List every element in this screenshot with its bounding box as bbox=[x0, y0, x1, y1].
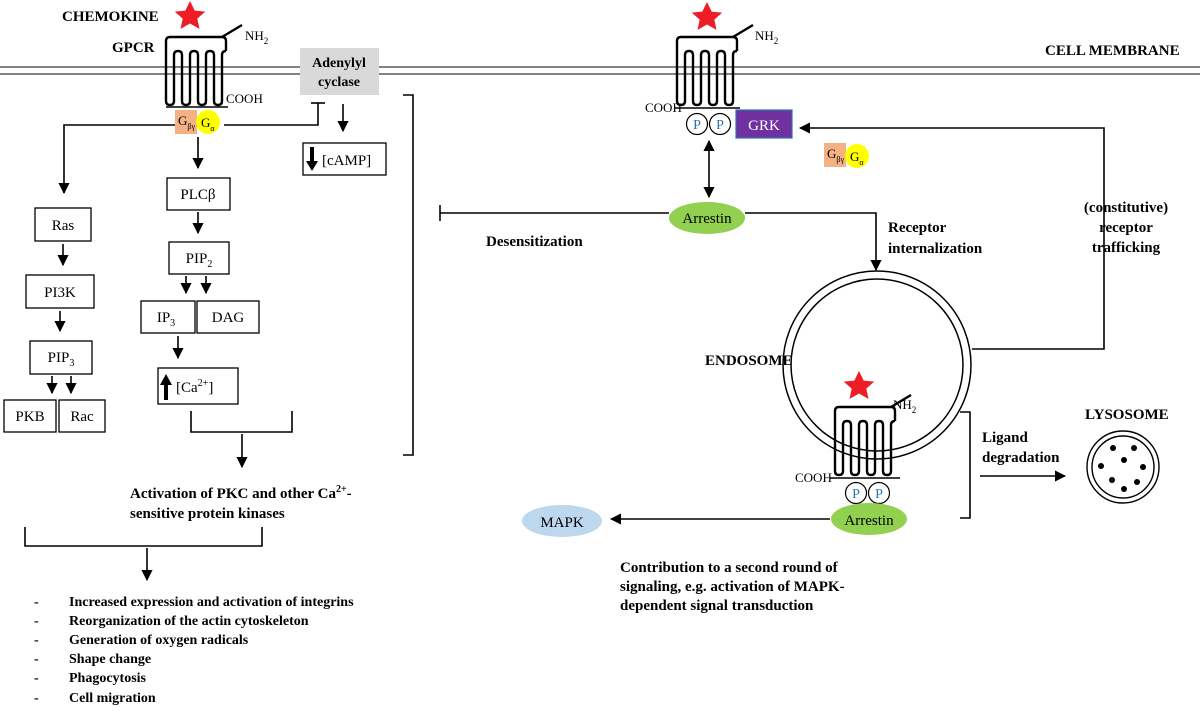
rac-label: Rac bbox=[70, 409, 94, 425]
pip2-label: PIP2 bbox=[186, 251, 213, 270]
outcomes-list: - Increased expression and activation of… bbox=[34, 595, 354, 706]
g-beta-gamma-left bbox=[175, 110, 197, 134]
chemokine-star-icon bbox=[174, 1, 206, 29]
svg-text:-: - bbox=[34, 633, 39, 648]
adenylyl-label-2: cyclase bbox=[318, 75, 360, 90]
adenylyl-label-1: Adenylyl bbox=[312, 56, 366, 71]
svg-text:Gβγ: Gβγ bbox=[178, 113, 195, 131]
g-alpha-right bbox=[845, 144, 869, 168]
outcome-item: Phagocytosis bbox=[69, 671, 147, 686]
plcb-label: PLCβ bbox=[180, 187, 215, 203]
lysosome bbox=[1086, 430, 1160, 504]
svg-text:-: - bbox=[34, 652, 39, 667]
down-arrow-icon bbox=[306, 147, 318, 171]
pip2-box bbox=[168, 241, 230, 275]
ras-label: Ras bbox=[52, 218, 75, 234]
outcome-item: Generation of oxygen radicals bbox=[69, 633, 249, 648]
svg-text:P: P bbox=[716, 118, 724, 133]
outcome-item: Reorganization of the actin cytoskeleton bbox=[69, 614, 309, 629]
nh2-label: NH2 bbox=[245, 28, 268, 46]
desensitization-label: Desensitization bbox=[486, 234, 583, 250]
chemokine-label: CHEMOKINE bbox=[62, 9, 159, 25]
cooh-label: COOH bbox=[645, 100, 682, 115]
ligand-label-1: Ligand bbox=[982, 430, 1029, 446]
ca-label: [Ca2+] bbox=[176, 378, 213, 396]
svg-text:-: - bbox=[34, 614, 39, 629]
camp-box bbox=[302, 142, 387, 176]
ras-box bbox=[34, 207, 92, 242]
ca-box bbox=[157, 367, 239, 405]
second-round-label-2: signaling, e.g. activation of MAPK- bbox=[620, 579, 845, 595]
svg-text:NH2: NH2 bbox=[755, 28, 778, 46]
svg-text:P: P bbox=[875, 487, 883, 502]
ligand-label-2: degradation bbox=[982, 450, 1060, 466]
chemokine-star-icon bbox=[843, 371, 875, 399]
rac-box bbox=[58, 399, 106, 433]
phosphate-icon bbox=[685, 112, 709, 136]
cooh-label: COOH bbox=[795, 470, 832, 485]
lysosome-label: LYSOSOME bbox=[1085, 407, 1169, 423]
endosome-label: ENDOSOME bbox=[705, 353, 793, 369]
dag-box bbox=[196, 300, 260, 334]
grk-label: GRK bbox=[748, 118, 780, 134]
arrestin bbox=[669, 202, 745, 234]
svg-text:NH2: NH2 bbox=[893, 397, 916, 415]
mapk-label: MAPK bbox=[540, 515, 584, 531]
second-round-label-3: dependent signal transduction bbox=[620, 598, 814, 614]
trafficking-label-3: trafficking bbox=[1092, 240, 1161, 256]
cell-membrane bbox=[0, 66, 1200, 75]
outcome-item: Increased expression and activation of i… bbox=[69, 595, 354, 610]
phosphate-icon bbox=[867, 481, 891, 505]
svg-text:Gα: Gα bbox=[850, 149, 864, 167]
chemokine-star-icon bbox=[691, 2, 723, 30]
outcome-item: Cell migration bbox=[69, 691, 156, 706]
svg-text:P: P bbox=[693, 118, 701, 133]
camp-label: [cAMP] bbox=[322, 153, 371, 169]
svg-text:P: P bbox=[852, 487, 860, 502]
second-round-label-1: Contribution to a second round of bbox=[620, 560, 839, 576]
mapk bbox=[522, 505, 602, 537]
pkc-label-1: Activation of PKC and other Ca2+- bbox=[130, 484, 352, 502]
trafficking-label-2: receptor bbox=[1099, 220, 1153, 236]
gpcr-label: GPCR bbox=[112, 40, 155, 56]
g-alpha-left bbox=[196, 110, 220, 134]
cooh-label: COOH bbox=[226, 91, 263, 106]
pkc-label-2: sensitive protein kinases bbox=[130, 506, 285, 522]
svg-text:Gα: Gα bbox=[201, 115, 215, 133]
arrestin-label: Arrestin bbox=[844, 513, 894, 529]
adenylyl-cyclase-box bbox=[300, 48, 379, 95]
ip3-box bbox=[140, 300, 196, 334]
internalization-label-2: internalization bbox=[888, 241, 983, 257]
pi3k-box bbox=[25, 274, 95, 309]
pip3-box bbox=[29, 340, 93, 375]
phosphate-icon bbox=[708, 112, 732, 136]
arrestin-label: Arrestin bbox=[682, 211, 732, 227]
grk-box bbox=[735, 109, 793, 139]
svg-text:-: - bbox=[34, 671, 39, 686]
pi3k-label: PI3K bbox=[44, 285, 76, 301]
endosome bbox=[782, 270, 972, 460]
plcb-box bbox=[166, 177, 231, 211]
up-arrow-icon bbox=[160, 374, 172, 400]
pkb-label: PKB bbox=[15, 409, 44, 425]
svg-text:Gβγ: Gβγ bbox=[827, 146, 844, 164]
ip3-label: IP3 bbox=[157, 310, 175, 329]
gpcr-receptor-desensitized bbox=[675, 23, 755, 107]
pkb-box bbox=[3, 399, 57, 433]
arrestin-internalized bbox=[831, 503, 907, 535]
svg-text:-: - bbox=[34, 691, 39, 706]
dag-label: DAG bbox=[212, 310, 245, 326]
svg-text:-: - bbox=[34, 595, 39, 610]
pip3-label: PIP3 bbox=[48, 350, 75, 369]
phosphate-icon bbox=[844, 481, 868, 505]
g-beta-gamma-right bbox=[824, 143, 846, 167]
internalization-label-1: Receptor bbox=[888, 220, 947, 236]
outcome-item: Shape change bbox=[69, 652, 151, 667]
trafficking-label-1: (constitutive) bbox=[1084, 200, 1168, 216]
cell-membrane-label: CELL MEMBRANE bbox=[1045, 43, 1180, 59]
